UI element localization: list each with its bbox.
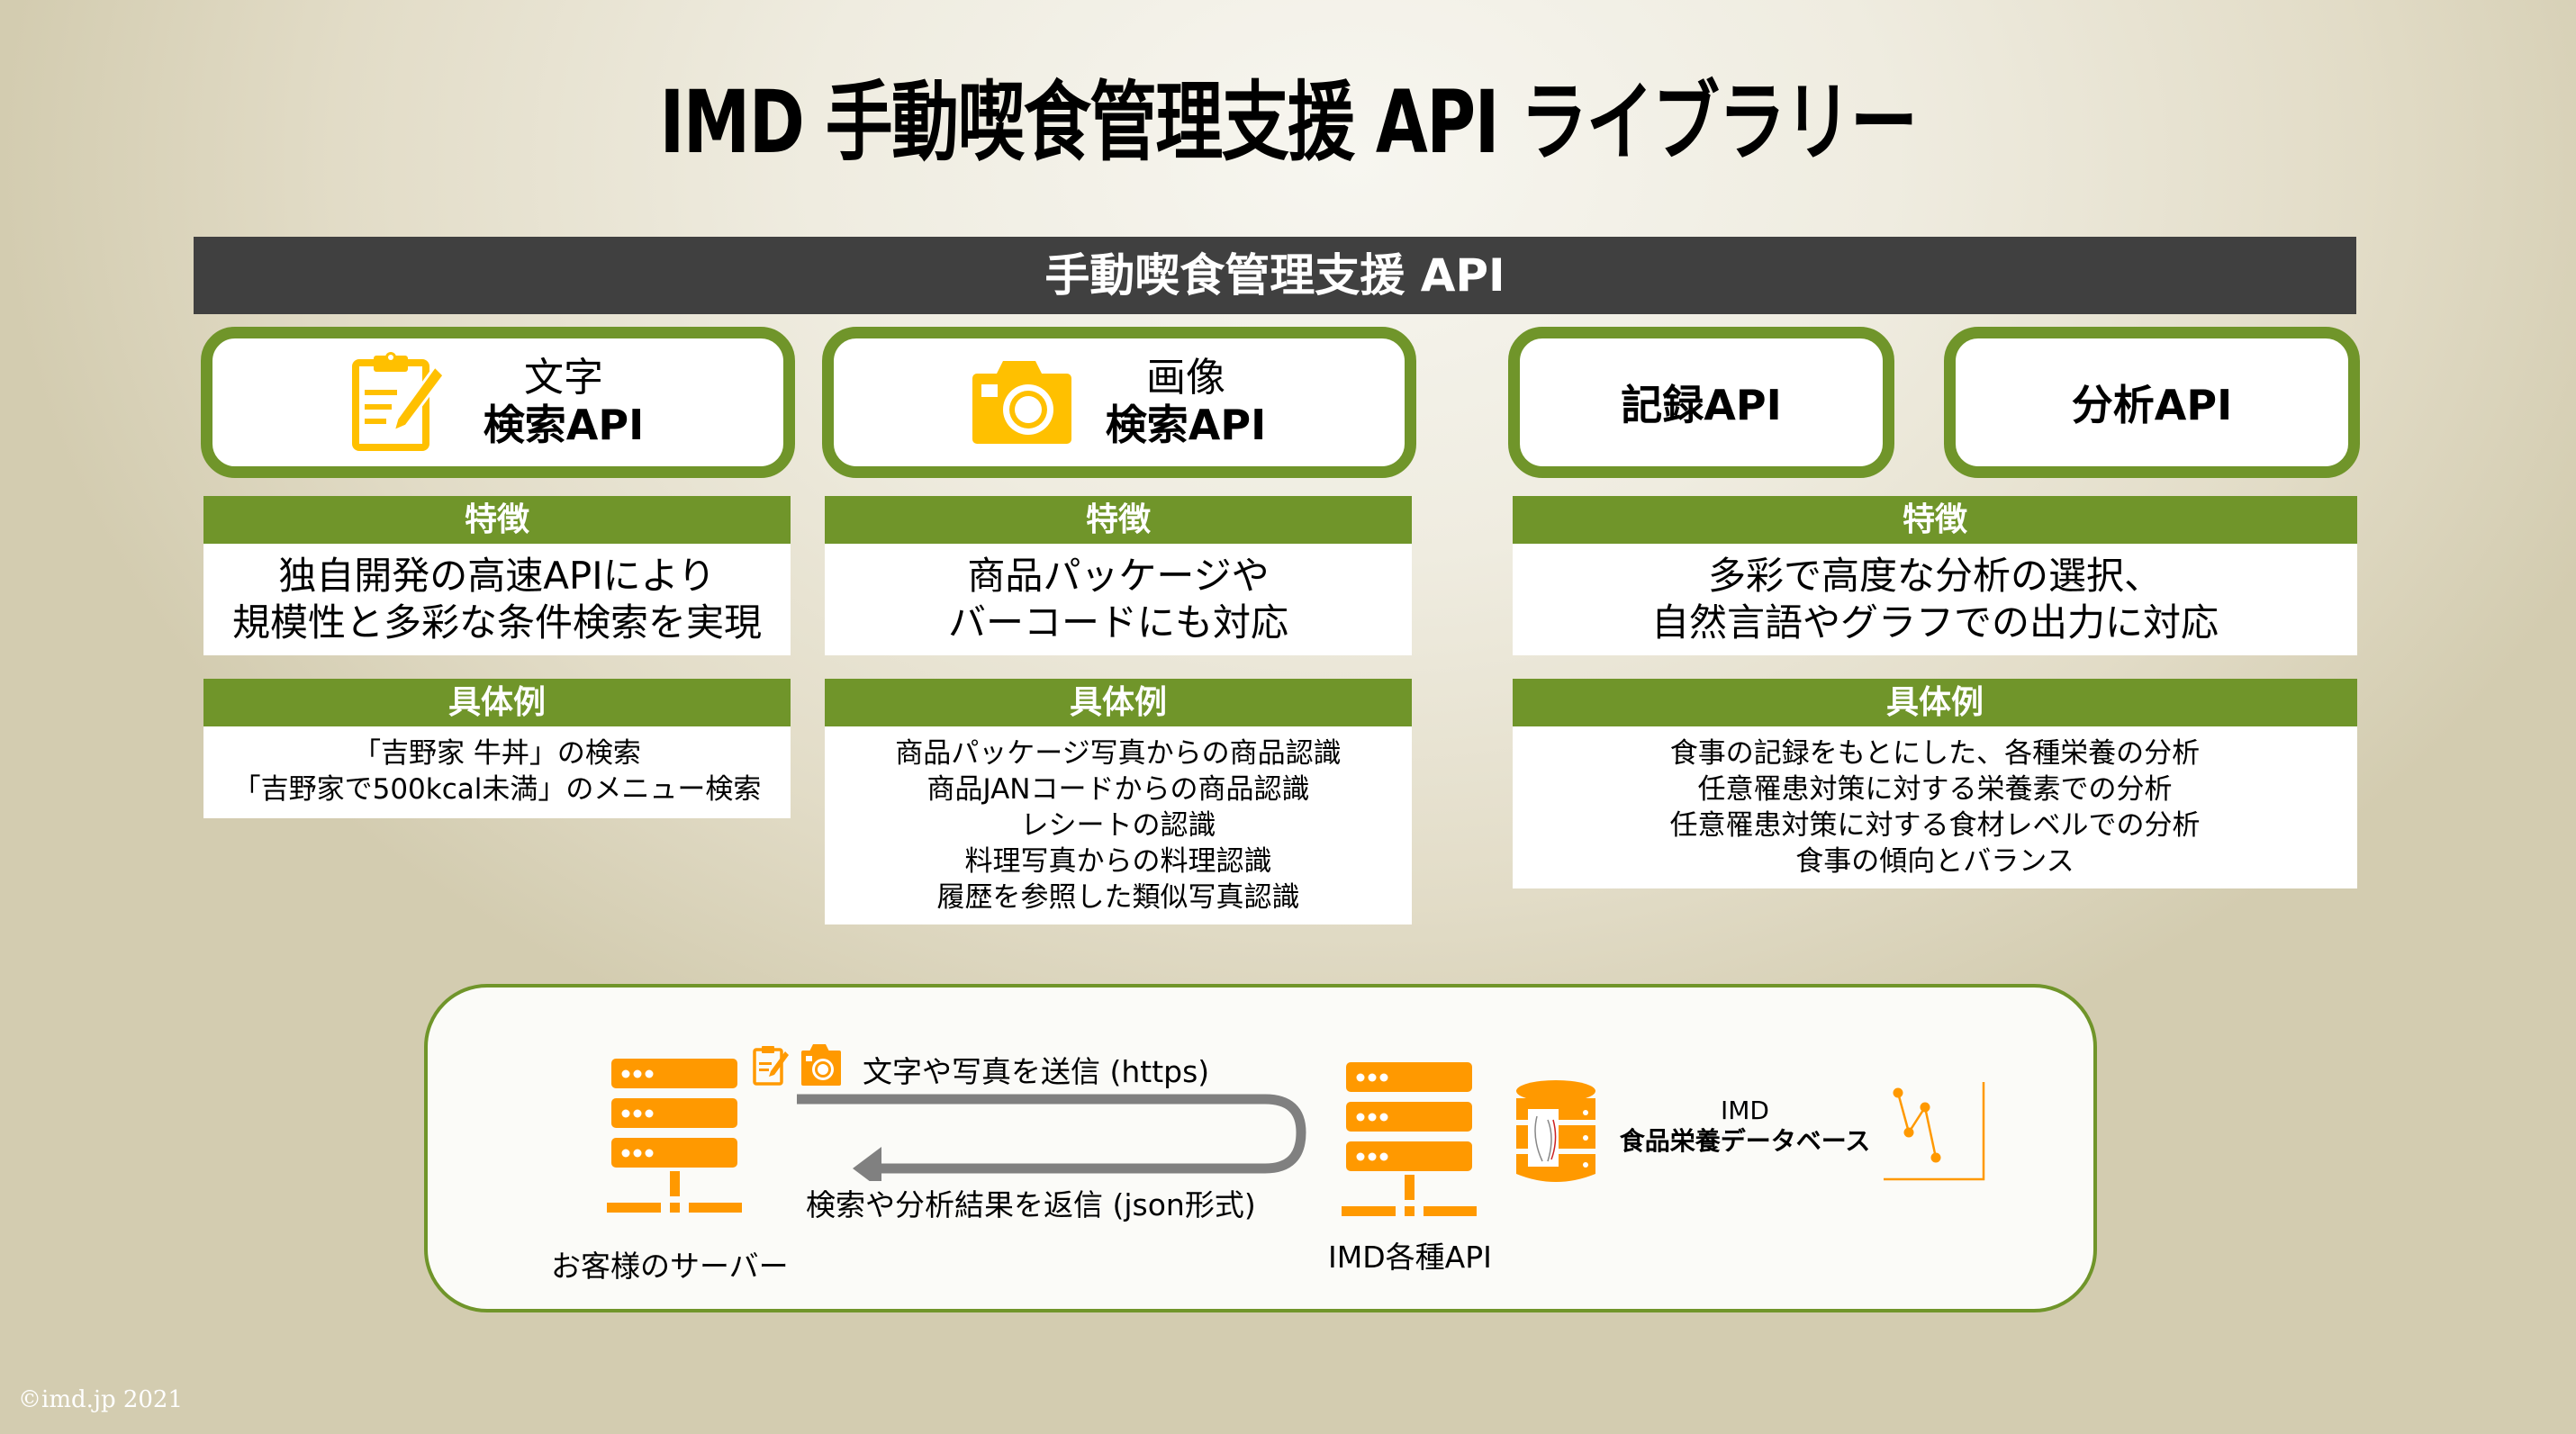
feature-line: 規模性と多彩な条件検索を実現 (231, 600, 762, 645)
feature-line: 自然言語やグラフでの出力に対応 (1650, 600, 2219, 645)
copyright-footer: ©imd.jp 2021 (18, 1386, 184, 1413)
record-api-box: 記録API (1508, 327, 1894, 478)
text-search-api-box: 文字 検索API (201, 327, 795, 478)
example-line: 履歴を参照した類似写真認識 (936, 881, 1300, 914)
api-box-sub-label: 文字 (524, 355, 603, 401)
analysis-api-box: 分析API (1944, 327, 2360, 478)
return-label: 検索や分析結果を返信 (json形式) (806, 1187, 1256, 1222)
feature-header: 特徴 (203, 496, 791, 544)
example-line: 任意罹患対策に対する食材レベルでの分析 (1669, 809, 2201, 842)
clipboard-pencil-icon (753, 1044, 791, 1089)
request-response-arrow (797, 1091, 1310, 1190)
example-line: 商品パッケージ写真からの商品認識 (895, 737, 1342, 770)
send-label: 文字や写真を送信 (https) (863, 1054, 1210, 1089)
camera-icon (801, 1042, 841, 1089)
example-line: 食事の傾向とバランス (1795, 845, 2074, 878)
example-body: 商品パッケージ写真からの商品認識 商品JANコードからの商品認識 レシートの認識… (825, 726, 1412, 924)
camera-icon (972, 357, 1073, 447)
feature-header: 特徴 (825, 496, 1412, 544)
line-chart-icon (1882, 1080, 1986, 1188)
database-label-top: IMD (1721, 1096, 1769, 1125)
feature-body: 商品パッケージや バーコードにも対応 (825, 544, 1412, 655)
example-line: 料理写真からの料理認識 (964, 845, 1272, 878)
example-line: 任意罹患対策に対する栄養素での分析 (1697, 773, 2173, 806)
imd-api-label: IMD各種API (1328, 1240, 1492, 1275)
api-box-main-label: 記録API (1621, 381, 1782, 429)
page-title: IMD 手動喫食管理支援 API ライブラリー (659, 72, 1917, 173)
api-box-main-label: 分析API (2071, 381, 2233, 429)
imd-api-server-icon (1342, 1062, 1477, 1223)
api-box-main-label: 検索API (1105, 400, 1267, 449)
example-line: 食事の記録をもとにした、各種栄養の分析 (1669, 737, 2201, 770)
database-icon (1515, 1080, 1596, 1188)
feature-body: 独自開発の高速APIにより 規模性と多彩な条件検索を実現 (203, 544, 791, 655)
clipboard-pencil-icon (351, 350, 451, 455)
client-server-label: お客様のサーバー (551, 1249, 789, 1284)
api-box-main-label: 検索API (483, 400, 645, 449)
feature-body: 多彩で高度な分析の選択、 自然言語やグラフでの出力に対応 (1513, 544, 2357, 655)
example-line: レシートの認識 (1020, 809, 1216, 842)
database-label: IMD 食品栄養データベース (1610, 1096, 1880, 1157)
example-header: 具体例 (1513, 679, 2357, 726)
example-line: 商品JANコードからの商品認識 (926, 773, 1310, 806)
example-body: 食事の記録をもとにした、各種栄養の分析 任意罹患対策に対する栄養素での分析 任意… (1513, 726, 2357, 888)
example-body: 「吉野家 牛丼」の検索 「吉野家で500kcal未満」のメニュー検索 (203, 726, 791, 818)
feature-line: 独自開発の高速APIにより (278, 554, 716, 598)
feature-line: バーコードにも対応 (947, 600, 1288, 645)
feature-line: 多彩で高度な分析の選択、 (1707, 554, 2162, 598)
api-box-sub-label: 画像 (1146, 355, 1225, 401)
feature-header: 特徴 (1513, 496, 2357, 544)
database-label-bottom: 食品栄養データベース (1619, 1126, 1871, 1156)
example-line: 「吉野家で500kcal未満」のメニュー検索 (232, 773, 762, 806)
api-banner: 手動喫食管理支援 API (194, 237, 2356, 314)
example-header: 具体例 (825, 679, 1412, 726)
feature-line: 商品パッケージや (967, 554, 1270, 598)
example-line: 「吉野家 牛丼」の検索 (353, 737, 641, 770)
example-header: 具体例 (203, 679, 791, 726)
image-search-api-box: 画像 検索API (822, 327, 1416, 478)
client-server-icon (607, 1059, 742, 1220)
